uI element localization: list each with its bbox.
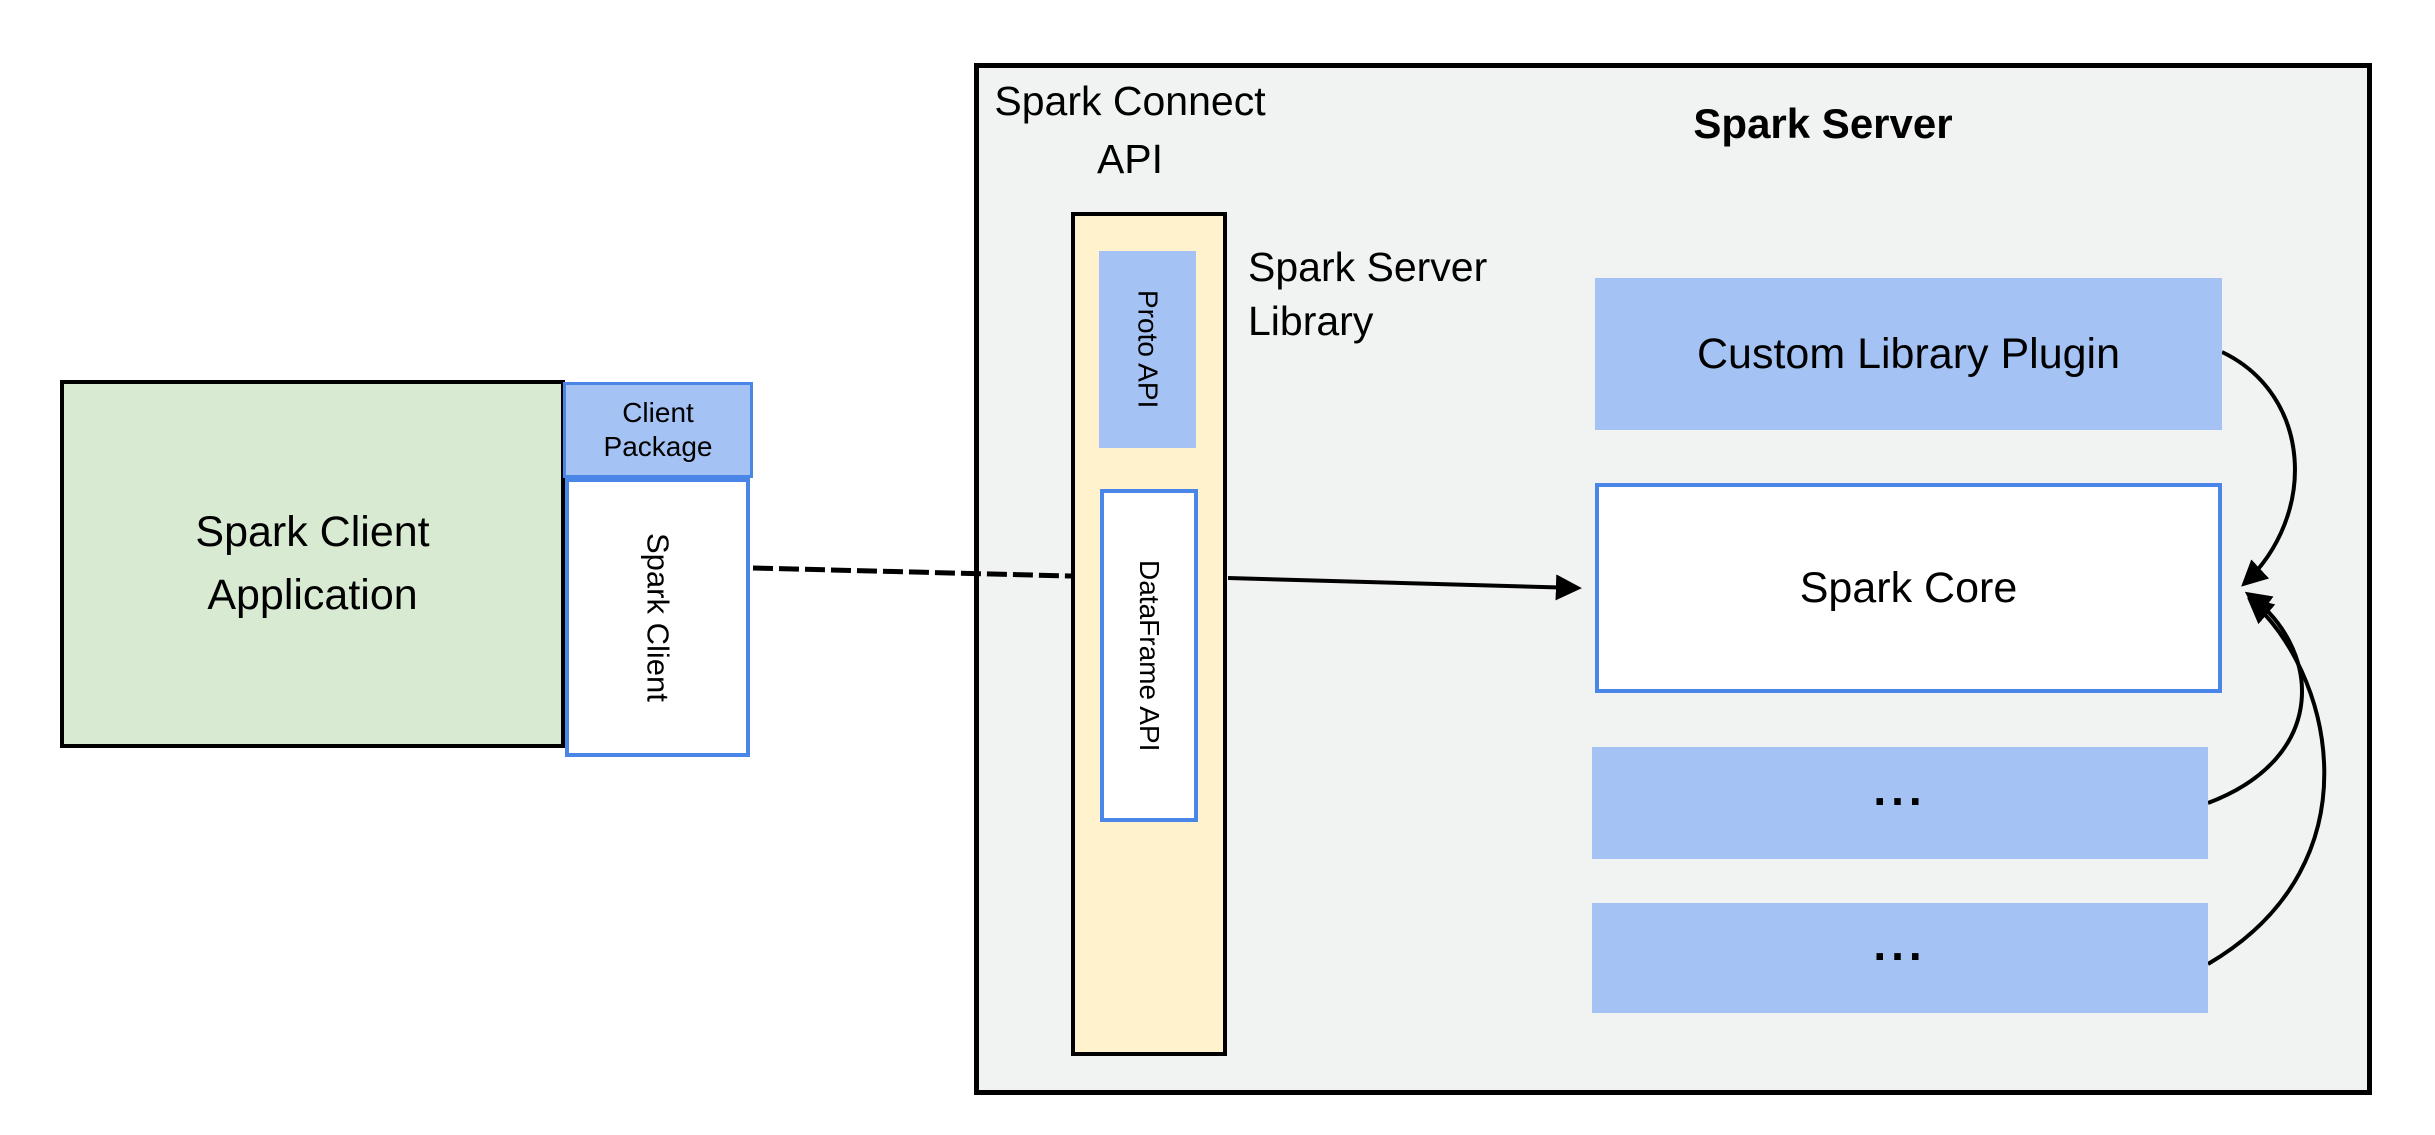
spark-client-box: Spark Client <box>565 478 750 757</box>
spark-server-library-label: Spark Server Library <box>1248 244 1488 344</box>
client-package-label: Client Package <box>603 397 713 462</box>
spark-client-application-label: Spark Client Application <box>195 508 430 619</box>
ellipsis-bottom-label: ... <box>1873 918 1927 970</box>
ellipsis2-to-spark-core-arrow <box>2206 597 2327 966</box>
spark-server-title: Spark Server <box>1693 100 1953 147</box>
proto-api-label: Proto API <box>1132 290 1164 409</box>
ellipsis1-to-spark-core-arrow <box>2207 591 2304 805</box>
connect-api-to-spark-core-arrow <box>1227 574 1582 601</box>
custom-library-plugin-box: Custom Library Plugin <box>1595 278 2222 430</box>
custom-library-plugin-label: Custom Library Plugin <box>1696 329 2120 378</box>
spark-connect-api-column <box>1071 212 1227 1056</box>
client-package-box: Client Package <box>563 382 753 478</box>
spark-core-label: Spark Core <box>1799 563 2018 612</box>
ellipsis-plugin-box-top: ... <box>1592 747 2208 859</box>
proto-api-box: Proto API <box>1099 251 1196 448</box>
plugin-to-spark-core-arrow <box>2221 350 2297 587</box>
dataframe-api-box: DataFrame API <box>1100 489 1198 822</box>
ellipsis-plugin-box-bottom: ... <box>1592 903 2208 1013</box>
spark-core-box: Spark Core <box>1595 483 2222 693</box>
spark-connect-api-title: Spark Connect API <box>994 78 1266 182</box>
ellipsis-top-label: ... <box>1873 763 1927 815</box>
client-to-connect-api-dashed-line <box>752 565 1072 579</box>
spark-client-label: Spark Client <box>640 533 676 702</box>
dataframe-api-label: DataFrame API <box>1134 559 1165 752</box>
spark-client-application-box: Spark Client Application <box>60 380 565 748</box>
